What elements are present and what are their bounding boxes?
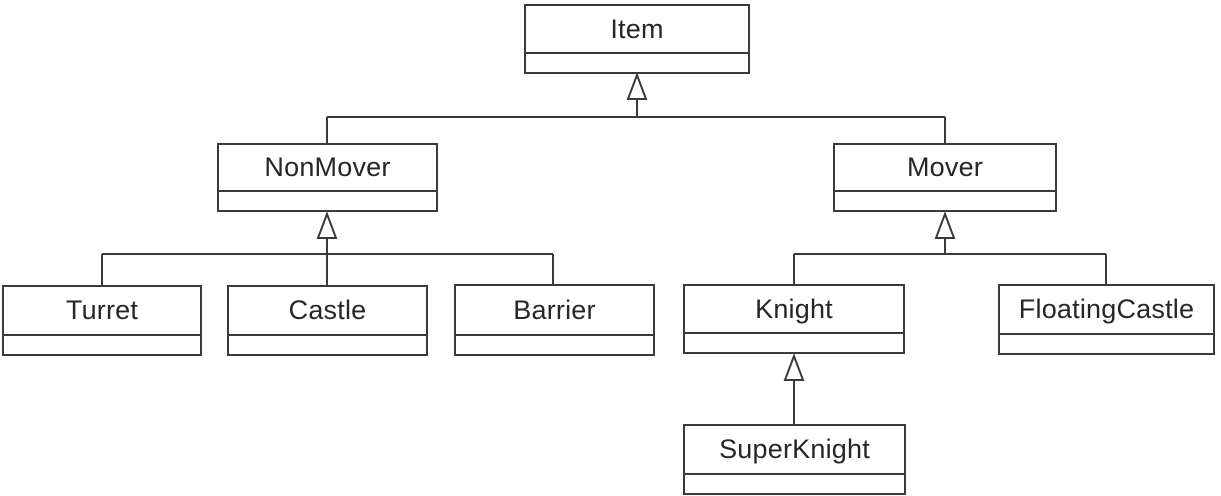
class-box-turret: Turret xyxy=(2,285,202,356)
connector-line xyxy=(101,238,554,286)
class-box-floatingcastle: FloatingCastle xyxy=(998,284,1215,355)
class-name-label: Mover xyxy=(906,152,983,182)
class-box-knight: Knight xyxy=(683,284,905,354)
inheritance-connector-item-children xyxy=(326,72,946,144)
inheritance-arrowhead-icon xyxy=(783,353,805,381)
class-box-nonmover: NonMover xyxy=(217,143,438,212)
class-name-label: Knight xyxy=(755,293,833,324)
empty-compartment xyxy=(4,334,200,354)
class-box-castle: Castle xyxy=(227,285,428,356)
class-box-mover: Mover xyxy=(833,143,1057,212)
empty-compartment xyxy=(685,473,904,493)
connector-line xyxy=(326,99,946,144)
empty-compartment xyxy=(835,190,1055,210)
class-name-label: Turret xyxy=(65,295,139,325)
class-name-label: FloatingCastle xyxy=(1018,294,1195,324)
inheritance-arrowhead-icon xyxy=(626,72,648,100)
inheritance-connector-mover-children xyxy=(793,211,1107,285)
class-name-label: Castle xyxy=(288,295,367,325)
class-box-superknight: SuperKnight xyxy=(683,424,906,495)
inheritance-connector-knight-children xyxy=(783,353,805,425)
empty-compartment xyxy=(229,334,426,354)
empty-compartment xyxy=(526,52,748,72)
class-name-label: Barrier xyxy=(513,294,596,325)
connector-line xyxy=(793,238,1107,285)
inheritance-arrowhead-icon xyxy=(316,211,338,239)
class-box-item: Item xyxy=(524,4,750,74)
inheritance-arrowhead-icon xyxy=(934,211,956,239)
empty-compartment xyxy=(456,334,653,354)
class-name-label: SuperKnight xyxy=(719,434,870,464)
class-box-barrier: Barrier xyxy=(454,284,655,356)
empty-compartment xyxy=(219,190,436,210)
empty-compartment xyxy=(1000,333,1213,353)
inheritance-connector-nonmover-children xyxy=(101,211,554,286)
class-name-label: Item xyxy=(610,13,664,44)
empty-compartment xyxy=(685,332,903,352)
class-name-label: NonMover xyxy=(264,152,391,182)
